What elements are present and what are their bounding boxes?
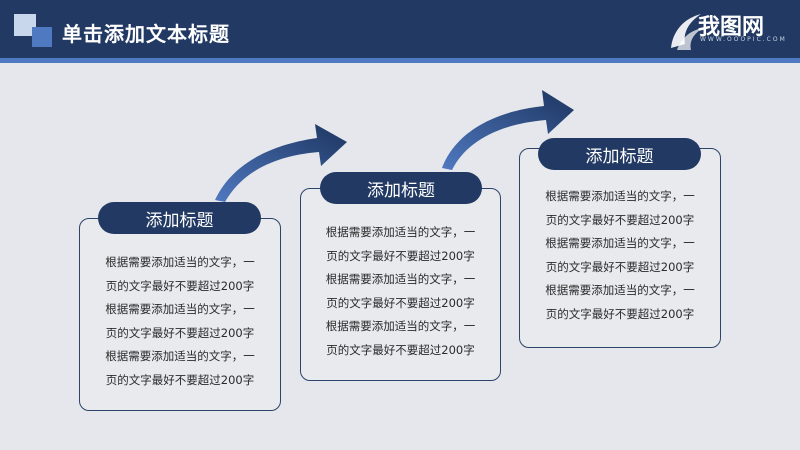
step-3-title[interactable]: 添加标题 — [538, 138, 701, 170]
step-3-body[interactable]: 根据需要添加适当的文字，一 页的文字最好不要超过200字 根据需要添加适当的文字… — [545, 189, 695, 321]
header-bar — [0, 0, 800, 58]
slide-title[interactable]: 单击添加文本标题 — [62, 22, 230, 46]
decor-square-light — [14, 14, 36, 36]
decor-square-blue — [32, 27, 52, 47]
logo-url: WWW.OOOPIC.COM — [700, 36, 787, 43]
step-card-3: 根据需要添加适当的文字，一 页的文字最好不要超过200字 根据需要添加适当的文字… — [519, 148, 721, 348]
step-card-1: 根据需要添加适当的文字，一 页的文字最好不要超过200字 根据需要添加适当的文字… — [79, 218, 281, 411]
arrow-step1-to-step2-icon — [215, 124, 347, 202]
step-card-2: 根据需要添加适当的文字，一 页的文字最好不要超过200字 根据需要添加适当的文字… — [300, 188, 501, 381]
step-2-body[interactable]: 根据需要添加适当的文字，一 页的文字最好不要超过200字 根据需要添加适当的文字… — [325, 225, 476, 357]
arrow-step2-to-step3-icon — [442, 90, 574, 170]
step-1-body[interactable]: 根据需要添加适当的文字，一 页的文字最好不要超过200字 根据需要添加适当的文字… — [105, 255, 255, 387]
step-2-title[interactable]: 添加标题 — [320, 172, 482, 204]
header-accent-stripe — [0, 58, 800, 63]
step-1-title[interactable]: 添加标题 — [98, 202, 261, 234]
logo-text: 我图网 — [698, 15, 765, 40]
logo-swirl-icon — [671, 14, 703, 50]
